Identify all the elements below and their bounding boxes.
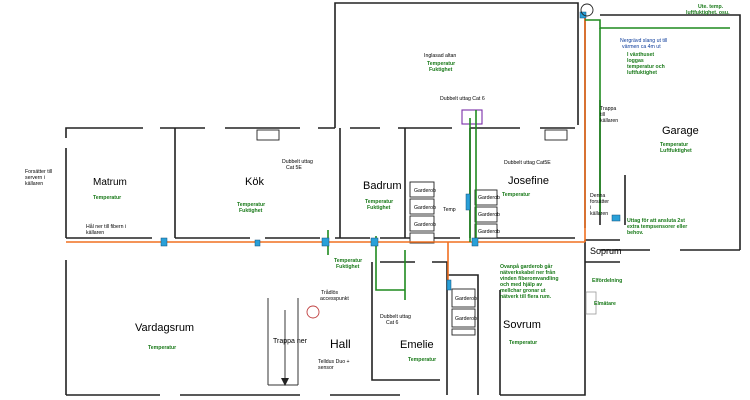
- sensor-emelie: Temperatur: [408, 357, 436, 363]
- room-garage: Garage: [662, 125, 699, 137]
- note-trappa-kallaren: Trappa till källaren: [600, 106, 618, 124]
- garderob-8: Garderob: [455, 316, 477, 322]
- ute-sensor-icon: [580, 3, 594, 17]
- note-nergravd: Nergrävd slang ut till värmen ca 4m ut: [620, 38, 669, 50]
- sensor-garage: Temperatur Luftfuktighet: [660, 142, 692, 154]
- room-trappa-ner: Trappa ner: [273, 338, 308, 345]
- room-josefine: Josefine: [508, 175, 549, 187]
- outlets: [160, 11, 621, 291]
- note-denna-forsatter: Denna forsätter i källaren: [590, 193, 610, 217]
- note-uttag-anslut: Uttag för att ansluta 2st extra tempsens…: [627, 218, 689, 236]
- note-elmatare: Elmätare: [594, 301, 616, 307]
- note-elcentral: Elfördelning: [592, 278, 622, 284]
- room-sovrum: Sovrum: [503, 319, 541, 331]
- note-tradlos: Trådlös accesspunkt: [320, 289, 349, 302]
- note-telldus: Telldus Duo + sensor: [318, 359, 351, 371]
- sensor-altan: Temperatur Fuktighet: [427, 61, 457, 73]
- garderob-1: Garderob: [414, 188, 436, 194]
- note-temp-badrum: Temp: [443, 207, 456, 213]
- room-emelie: Emelie: [400, 339, 434, 351]
- room-matrum: Matrum: [93, 177, 127, 188]
- room-kok: Kök: [245, 176, 264, 188]
- sensor-hall: Temperatur Fuktighet: [334, 258, 364, 270]
- note-dubbelt-altan: Dubbelt uttag Cat 6: [440, 96, 485, 102]
- sensor-matrum: Temperatur: [93, 195, 121, 201]
- room-badrum: Badrum: [363, 180, 402, 192]
- garderob-3: Garderob: [414, 222, 436, 228]
- note-dubbelt-kok: Dubbelt uttag Cat 5E: [282, 159, 314, 171]
- garderob-4: Garderob: [478, 195, 500, 201]
- garderob-6: Garderob: [478, 229, 500, 235]
- note-dubbelt-emelie: Dubbelt uttag Cat 6: [380, 314, 412, 326]
- access-point-icon: [306, 305, 320, 319]
- sensor-sovrum: Temperatur: [509, 340, 537, 346]
- room-soprum: Soprum: [590, 246, 622, 256]
- sensor-vaxthus: I växthuset loggas temperatur och luftfu…: [627, 52, 666, 76]
- note-ute-temp: Ute. temp. luftfuktighet. osu.: [686, 4, 730, 16]
- wardrobes: [256, 109, 597, 336]
- sensor-badrum: Temperatur Fuktighet: [365, 199, 395, 211]
- room-hall: Hall: [330, 337, 351, 351]
- note-hal-ner: Hål ner till fibern i källaren: [86, 223, 128, 236]
- sensor-cables: [327, 19, 730, 300]
- room-labels: Matrum Kök Badrum Josefine Garage Soprum…: [93, 125, 699, 351]
- note-forsatter-vanster: Forsätter till servern i källaren: [25, 169, 54, 187]
- room-vardagsrum: Vardagsrum: [135, 322, 194, 334]
- notes: Ute. temp. luftfuktighet. osu. Nergrävd …: [25, 4, 730, 371]
- note-ovanpa: Ovanpå garderob går nätverkskabel ner fr…: [500, 263, 560, 300]
- garderob-7: Garderob: [455, 296, 477, 302]
- stairs-arrowhead-icon: [281, 378, 289, 386]
- garderob-2: Garderob: [414, 205, 436, 211]
- sensor-josefine: Temperatur: [502, 192, 530, 198]
- garderob-5: Garderob: [478, 212, 500, 218]
- note-inglasad: Inglasad altan: [424, 53, 456, 59]
- walls: [65, 2, 741, 396]
- note-dubbelt-josefine: Dubbelt uttag Cat5E: [504, 160, 551, 166]
- sensor-vardagsrum: Temperatur: [148, 345, 176, 351]
- sensor-kok: Temperatur Fuktighet: [237, 202, 267, 214]
